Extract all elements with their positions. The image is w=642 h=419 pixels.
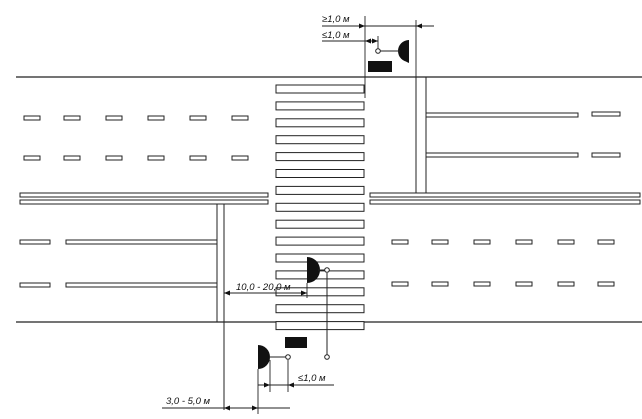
zebra-stripe [275, 321, 365, 331]
lane-dash [391, 239, 409, 245]
lane-dash [23, 115, 41, 121]
dim-bottom-max-arrowhead-2 [288, 382, 294, 388]
dim-bottom-edge-arrowhead-2 [252, 405, 258, 411]
lane-solid-lower-left-1 [65, 239, 218, 245]
lane-dash [63, 155, 81, 161]
pole-median-lower-dot [324, 354, 330, 360]
zebra-stripe [275, 118, 365, 128]
zebra-stripe [275, 169, 365, 178]
lane-dash-lower-left-2 [19, 282, 51, 288]
median-traffic-light-assembly [307, 257, 330, 360]
sign-plate-bottom-icon [285, 337, 307, 348]
lane-dash [189, 155, 207, 161]
sign-plate-top-icon [368, 61, 392, 72]
dim-distance-arrowhead-2 [301, 290, 307, 296]
lane-dash [431, 281, 449, 287]
lane-dash [105, 155, 123, 161]
dim-bottom-max-label: ≤1,0 м [298, 373, 326, 384]
zebra-stripe [275, 84, 365, 94]
dim-top-max-label: ≤1,0 м [322, 30, 350, 41]
dimension-bottom-max: ≤1,0 м [258, 360, 334, 392]
pole-bottom-dot [285, 354, 291, 360]
lane-dash [231, 155, 249, 161]
lane-dash [147, 115, 165, 121]
lane-dash [557, 239, 575, 245]
median-right-upper [369, 192, 641, 198]
median-left-upper [19, 192, 269, 198]
lane-dash [63, 115, 81, 121]
lane-dash [231, 115, 249, 121]
lane-dash [557, 281, 575, 287]
dimension-distance-to-crossing: 10,0 - 20,0 м [224, 282, 308, 298]
zebra-stripe [275, 270, 365, 280]
zebra-stripe [275, 253, 365, 263]
lane-dash-upper-right-2 [591, 152, 621, 158]
dimension-top-min: ≥1,0 м [322, 14, 434, 98]
zebra-stripe [275, 236, 365, 246]
zebra-stripe [275, 185, 365, 195]
lower-left-stop-zone [19, 204, 225, 410]
zebra-stripe [275, 101, 365, 111]
lane-dash [189, 115, 207, 121]
lane-dash [515, 281, 533, 287]
lane-solid-upper-right-2 [425, 152, 579, 158]
zebra-crossing [275, 84, 365, 331]
traffic-light-top-head-icon [401, 40, 409, 63]
traffic-light-median-icon [307, 257, 320, 283]
median-left-lower [19, 199, 269, 205]
traffic-light-bottom-icon [258, 345, 270, 369]
lane-dash [473, 281, 491, 287]
zebra-stripe [275, 287, 365, 297]
lane-dash [391, 281, 409, 287]
lane-dash [105, 115, 123, 121]
lane-dash [515, 239, 533, 245]
zebra-stripe [275, 202, 365, 212]
dim-bottom-max-arrowhead-1 [264, 382, 270, 388]
lane-dash [597, 281, 615, 287]
lane-dash [23, 155, 41, 161]
dim-bottom-edge-arrowhead-1 [224, 405, 230, 411]
lane-solid-lower-left-2 [65, 282, 218, 288]
dim-bottom-edge-label: 3,0 - 5,0 м [166, 396, 210, 407]
pole-top-dot [375, 48, 381, 54]
zebra-stripe [275, 152, 365, 162]
lane-dash-lower-left-1 [19, 239, 51, 245]
dimension-top-max: ≤1,0 м [322, 30, 379, 49]
dim-top-min-arrowhead-1 [359, 23, 365, 29]
lane-dash [147, 155, 165, 161]
top-traffic-light-assembly [368, 40, 409, 72]
dim-distance-label: 10,0 - 20,0 м [236, 282, 291, 293]
dim-top-min-label: ≥1,0 м [322, 14, 350, 25]
lane-dashes-lower-right [391, 239, 615, 287]
dim-distance-arrowhead-1 [224, 290, 230, 296]
lane-dash [597, 239, 615, 245]
upper-right-stop-zone [415, 77, 621, 193]
bottom-traffic-light-assembly [258, 337, 307, 369]
dim-top-max-arrowhead-2 [372, 38, 378, 44]
lane-dash [473, 239, 491, 245]
median-double-line [19, 192, 641, 205]
lane-solid-upper-right-1 [425, 112, 579, 118]
lane-dash-upper-right-1 [591, 111, 621, 117]
lane-dash [431, 239, 449, 245]
zebra-stripe [275, 135, 365, 145]
lane-dashes-upper-left [23, 115, 249, 161]
pole-median-dot [324, 267, 330, 273]
median-right-lower [369, 199, 641, 205]
zebra-stripe [275, 304, 365, 314]
dimension-bottom-edge: 3,0 - 5,0 м [162, 369, 290, 414]
dim-top-max-arrowhead-1 [365, 38, 371, 44]
zebra-stripe [275, 219, 365, 229]
dim-top-min-arrowhead-2 [416, 23, 422, 29]
